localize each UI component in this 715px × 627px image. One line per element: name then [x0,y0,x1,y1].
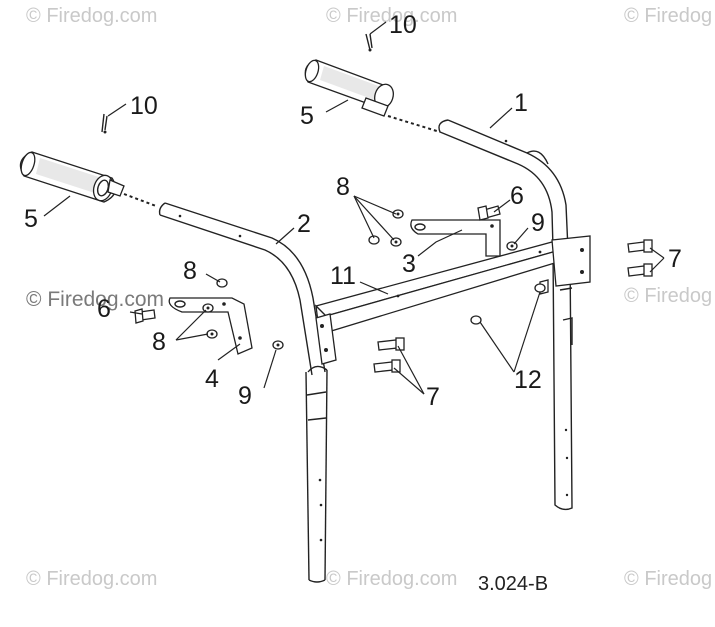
clip-left [101,113,108,134]
callout-10-right: 10 [389,11,417,39]
watermark-bottom-center: © Firedog.com [326,568,457,590]
watermark-mid-left: © Firedog.com [26,288,164,311]
watermark-top-left: © Firedog.com [26,5,157,27]
watermark-bottom-left: © Firedog.com [26,568,157,590]
figure-id: 3.024-B [478,573,548,595]
right-upper-handle [438,119,569,251]
bracket-right [410,219,501,257]
watermark-top-center: © Firedog.com [326,5,457,27]
clip-right [365,33,373,52]
callout-10-left: 10 [130,92,158,120]
callout-11: 11 [330,262,356,290]
callout-9-left: 9 [238,382,252,410]
callout-6-left: 6 [97,295,111,323]
callout-4: 4 [205,365,219,393]
watermark-bottom-right: © Firedog [624,568,712,590]
left-lower-handle [305,365,328,583]
callout-7-center: 7 [426,383,440,411]
callout-1: 1 [514,89,528,117]
right-lower-handle [552,249,573,511]
watermark-mid-right: © Firedog [624,285,712,307]
leader-lines [43,21,665,395]
right-grip [304,59,441,133]
watermarks: © Firedog.com © Firedog.com © Firedog © … [26,5,712,590]
callout-6-right: 6 [510,182,524,210]
watermark-top-right: © Firedog [624,5,712,27]
hardware [134,205,653,373]
left-grip [19,151,157,207]
callout-8-lower-left: 8 [152,328,166,356]
callout-5-left: 5 [24,205,38,233]
callout-8-top: 8 [336,173,350,201]
callout-12: 12 [514,366,542,394]
callout-3: 3 [402,250,416,278]
cross-brace [314,235,591,365]
callout-labels: 1 2 3 4 5 5 6 6 7 7 8 8 8 9 9 10 10 11 1… [24,11,682,411]
callout-9-right: 9 [531,209,545,237]
bracket-left [168,297,253,355]
callout-5-right: 5 [300,102,314,130]
callout-7-right: 7 [668,245,682,273]
callout-8-upper-left: 8 [183,257,197,285]
callout-2: 2 [297,210,311,238]
left-upper-handle [158,202,326,376]
